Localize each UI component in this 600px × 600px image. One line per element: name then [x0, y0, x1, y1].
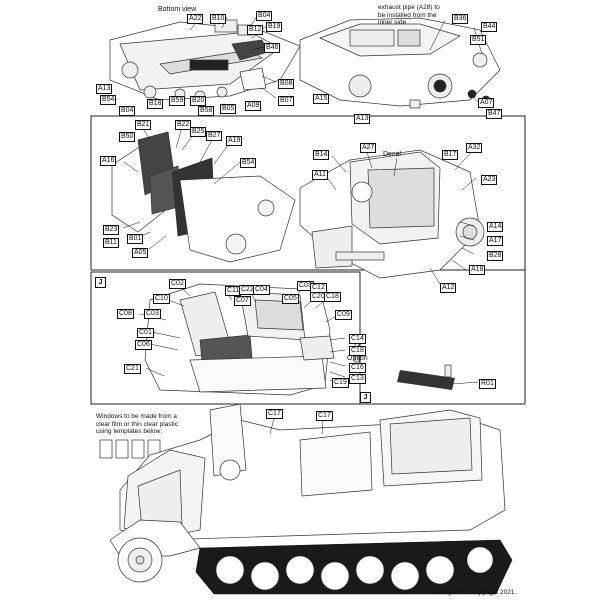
part-label: C02 [169, 279, 186, 289]
part-label: C09 [335, 310, 352, 320]
part-label: B36 [452, 14, 469, 24]
part-label: R01 [479, 379, 496, 389]
part-label: C03 [144, 309, 161, 319]
exhaust-pipe-note: exhaust pipe (A28) to be installed from … [378, 4, 440, 26]
part-label: B07 [278, 96, 295, 106]
part-label: B27 [206, 131, 223, 141]
part-label: C10 [153, 294, 170, 304]
part-label: B12 [247, 25, 264, 35]
part-label: B19 [266, 22, 283, 32]
part-label: C07 [234, 296, 251, 306]
part-label: C19 [332, 378, 349, 388]
part-label: C13 [349, 374, 366, 384]
part-label: C21 [124, 364, 141, 374]
part-label: B25 [190, 127, 207, 137]
part-label: C04 [253, 285, 270, 295]
part-label: C18 [324, 292, 341, 302]
part-label: B28 [487, 251, 504, 261]
part-label: A14 [487, 222, 504, 232]
part-label: C14 [349, 334, 366, 344]
part-label: A15 [313, 94, 330, 104]
decal-label: Decal [383, 151, 401, 158]
part-label: A07 [478, 98, 495, 108]
part-label: C17 [266, 409, 283, 419]
part-label: A11 [312, 170, 328, 180]
part-label: B11 [103, 238, 119, 248]
part-label: A23 [481, 175, 498, 185]
part-label: B17 [442, 150, 459, 160]
part-label: A13 [96, 84, 113, 94]
part-label: A22 [187, 14, 204, 24]
part-label: A27 [360, 143, 377, 153]
part-label: B04 [256, 11, 273, 21]
part-label: B54 [240, 158, 257, 168]
part-label: B18 [147, 99, 164, 109]
part-label: C08 [117, 309, 134, 319]
part-label: B44 [481, 22, 498, 32]
part-label: A32 [466, 143, 483, 153]
part-label: B21 [135, 120, 152, 130]
part-label: B46 [264, 43, 281, 53]
step-tag-j: J [95, 277, 106, 288]
part-label: A13 [354, 114, 371, 124]
part-label: A16 [100, 156, 117, 166]
part-label: B14 [313, 150, 330, 160]
part-label: B58 [198, 106, 215, 116]
part-label: C01 [137, 328, 154, 338]
part-label: B10 [210, 14, 227, 24]
part-label: B23 [103, 225, 120, 235]
part-label: C18 [349, 346, 366, 356]
part-label: B51 [470, 35, 487, 45]
part-label: A19 [226, 136, 243, 146]
copyright-text: Made in Ukraine by ACE. Copyright 2021. [396, 589, 517, 596]
part-label: B08 [278, 79, 295, 89]
part-label: B20 [190, 96, 207, 106]
part-label: A09 [245, 101, 262, 111]
step-tag-j: J [360, 392, 371, 403]
part-label: B01 [127, 234, 144, 244]
part-label: C05 [282, 294, 299, 304]
part-label: B50 [119, 132, 136, 142]
part-label: C17 [316, 411, 333, 421]
bottom-view-title: Bottom view [158, 6, 197, 13]
part-label: B59 [169, 96, 186, 106]
windows-note: Windows to be made from a clear film or … [96, 413, 178, 435]
part-label: B54 [100, 95, 117, 105]
part-label: A17 [487, 236, 504, 246]
part-label: C16 [349, 363, 366, 373]
part-label: A18 [469, 265, 486, 275]
part-label: B22 [175, 120, 192, 130]
option-label: Option [347, 355, 368, 362]
part-label: C06 [135, 340, 152, 350]
part-label: B05 [220, 104, 237, 114]
part-label: A05 [132, 248, 149, 258]
part-label: B47 [486, 109, 503, 119]
part-label: A12 [440, 283, 457, 293]
part-label: B04 [119, 106, 136, 116]
